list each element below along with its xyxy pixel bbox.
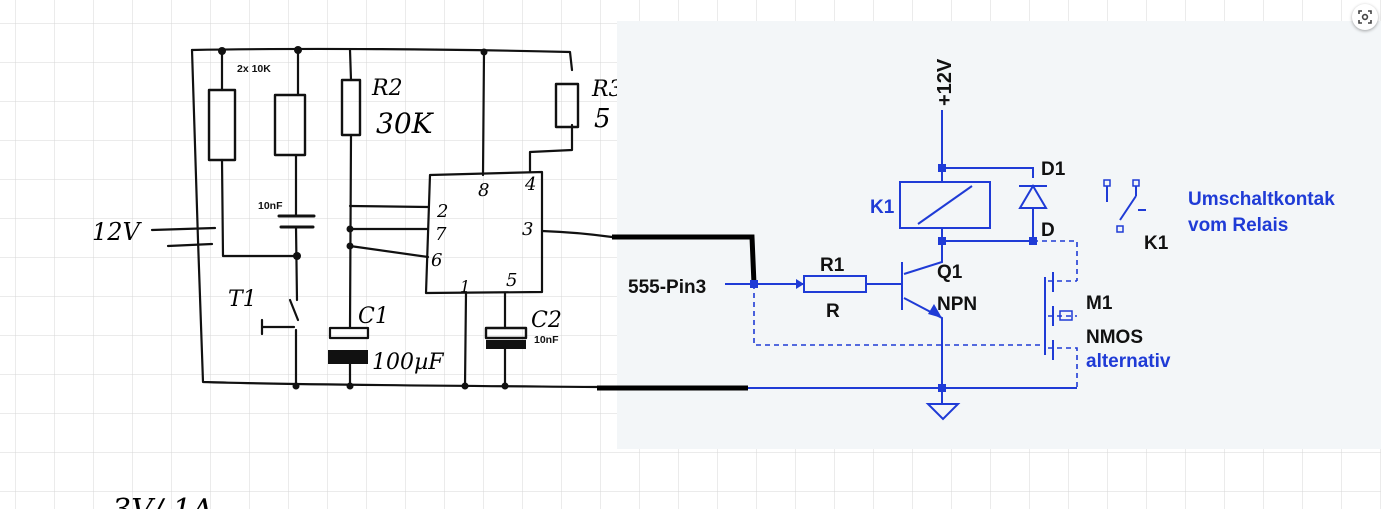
pin-7: 7 [435, 224, 447, 245]
resistor-value: R [826, 301, 840, 322]
pin-3: 3 [522, 219, 533, 240]
c2-plate [486, 340, 526, 349]
pin-6: 6 [431, 250, 442, 271]
mosfet-note: alternativ [1086, 351, 1171, 372]
bottom-scribble: 3V/.1A [112, 493, 213, 509]
pin-2: 2 [436, 201, 448, 222]
input-label: 555-Pin3 [628, 277, 706, 298]
visual-search-button[interactable] [1352, 4, 1378, 30]
hand-sketch: 12V 2x 10K R2 30K R3 5 10nF T1 C1 100µF … [92, 46, 623, 509]
mosfet-label: M1 [1086, 293, 1113, 314]
ground-symbol [925, 403, 961, 421]
c2-label: C2 [531, 308, 562, 333]
r2-label: R2 [371, 76, 403, 101]
transistor-label: Q1 [937, 262, 963, 283]
c1-label: C1 [358, 304, 389, 329]
c1-value: 100µF [372, 350, 444, 375]
small-cap-value: 10nF [258, 200, 283, 212]
mosfet-type: NMOS [1086, 327, 1143, 348]
schematic-panel: +12V K1 D1 D R1 R Q1 NPN 555-Pin3 M1 NMO… [597, 21, 1381, 449]
supply-label: 12V [92, 218, 143, 246]
c1-plate [328, 350, 368, 364]
contact-note-line1: Umschaltkontak [1188, 189, 1335, 210]
diode-label: D1 [1041, 159, 1066, 180]
relay-label: K1 [870, 197, 895, 218]
transistor-type: NPN [937, 294, 977, 315]
pin-4: 4 [524, 174, 536, 195]
resistor-pair-label: 2x 10K [237, 63, 271, 75]
c2-value: 10nF [534, 334, 559, 346]
pin-1: 1 [460, 277, 470, 296]
resistor-r3 [554, 82, 580, 129]
resistor-10k-right [273, 93, 307, 157]
pin-5: 5 [506, 270, 517, 291]
contact-note-line2: vom Relais [1188, 215, 1288, 236]
node-d-label: D [1041, 220, 1055, 241]
supply-rail-label: +12V [934, 58, 956, 106]
ic-555-body [424, 170, 544, 295]
contact-label: K1 [1144, 233, 1169, 254]
r2-value: 30K [376, 107, 435, 140]
r3-value: 5 [594, 104, 611, 134]
pin-8: 8 [478, 180, 489, 201]
scan-icon [1358, 10, 1372, 24]
t1-label: T1 [228, 287, 257, 312]
resistor-label: R1 [820, 255, 845, 276]
relay-coil [899, 181, 991, 229]
